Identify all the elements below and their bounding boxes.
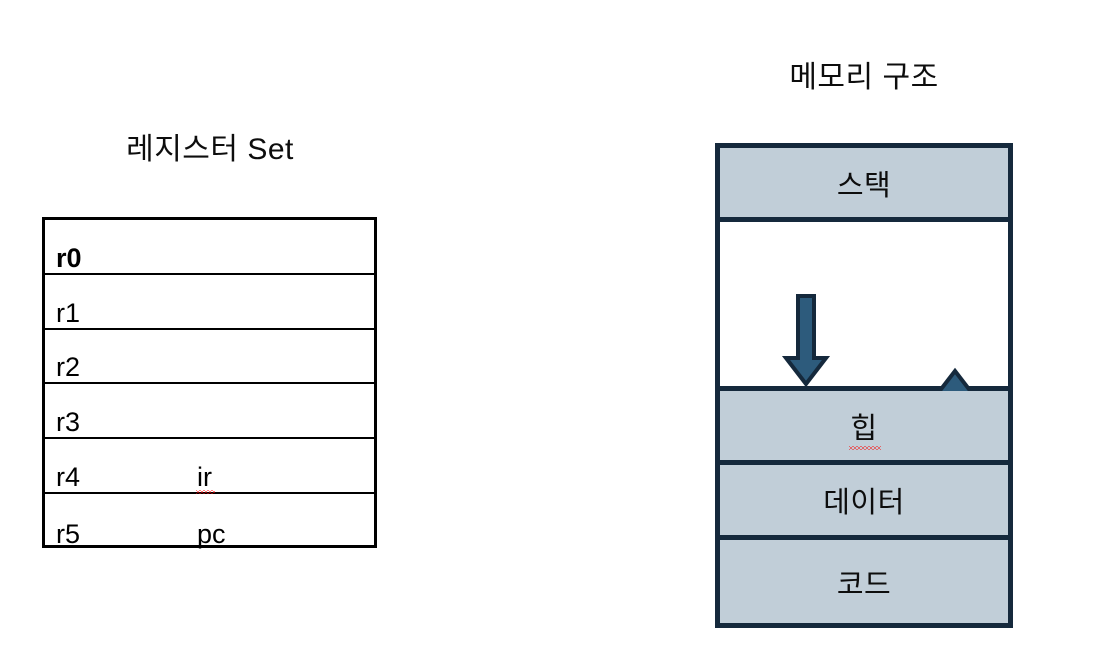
memory-block-code[interactable]: 코드	[720, 540, 1008, 623]
table-row[interactable]: r5 pc	[45, 494, 374, 549]
register-set-title: 레지스터 Set	[126, 133, 294, 166]
stack-growth-arrow	[781, 294, 831, 388]
register-name: r0	[56, 242, 82, 273]
misspelled-word: 힙	[849, 405, 881, 450]
memory-block-free-space	[720, 222, 1008, 469]
table-row[interactable]: r2	[45, 330, 374, 385]
register-name: r5	[56, 518, 81, 549]
register-name: r3	[56, 407, 81, 438]
register-name: r4	[56, 461, 81, 492]
register-name: r1	[56, 297, 81, 328]
memory-block-heap[interactable]: 힙	[720, 391, 1008, 465]
misspelled-word: ir	[196, 461, 215, 494]
memory-block-data[interactable]: 데이터	[720, 465, 1008, 540]
table-row[interactable]: r0	[45, 220, 374, 275]
table-row[interactable]: r1	[45, 275, 374, 330]
register-name: r2	[56, 352, 81, 383]
register-table: r0 r1 r2 r3 r4 ir r5 pc	[42, 217, 377, 548]
memory-block-stack[interactable]: 스택	[720, 148, 1008, 222]
memory-layout-diagram: 스택 힙 데이터 코드	[715, 143, 1013, 628]
memory-structure-title: 메모리 구조	[789, 61, 939, 94]
table-row[interactable]: r3	[45, 384, 374, 440]
register-alias: ir	[196, 461, 215, 494]
table-row[interactable]: r4 ir	[45, 439, 374, 494]
register-alias: pc	[197, 518, 226, 549]
